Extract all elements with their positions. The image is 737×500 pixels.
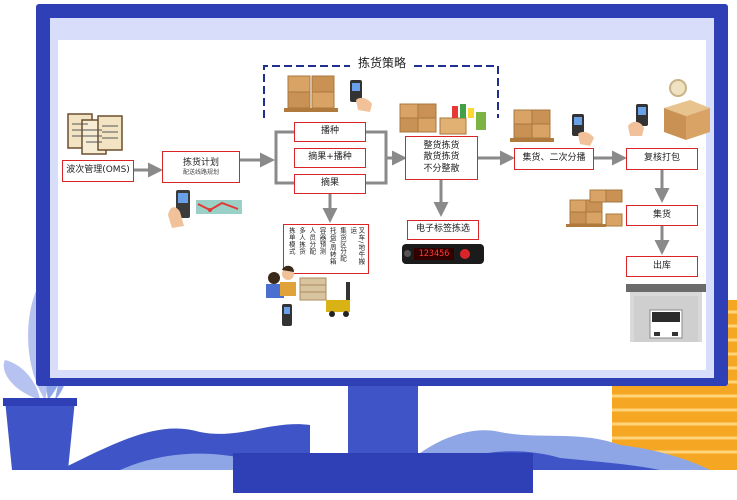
collect-node: 集货 [626, 205, 698, 226]
device-display: 123456 [414, 248, 454, 260]
strategy-title: 拣货策略 [357, 56, 406, 70]
oms-node: 波次管理(OMS) [62, 160, 134, 182]
consolidate-boxes-icon [510, 109, 594, 146]
warehouse-truck-icon [626, 284, 706, 342]
pallet-boxes-icon [284, 75, 372, 112]
scanner-hand-icon [168, 190, 242, 228]
pick-sow-node: 摘果+播种 [294, 148, 366, 168]
device-light-icon [404, 250, 411, 257]
collect-pallets-icon [566, 189, 623, 227]
mountain-shape [120, 453, 250, 470]
method-item: 整货拣货 [423, 141, 460, 152]
feature-item: 集货区分配 [338, 227, 347, 262]
clipboard-icon [67, 113, 123, 155]
feature-item: 托盘/周转箱 [328, 227, 337, 265]
method-node: 整货拣货 散货拣货 不分整散 [405, 136, 478, 180]
monitor-stand-base [233, 453, 533, 493]
feature-item: 容器预测 [317, 227, 326, 255]
method-item: 不分整散 [423, 163, 460, 174]
monitor-stand-neck [348, 386, 418, 456]
outbound-node: 出库 [626, 256, 698, 277]
feature-item: 多人拣货 [297, 227, 306, 255]
electronic-node: 电子标签拣选 [407, 220, 479, 240]
feature-item: 人员分配 [307, 227, 316, 255]
strategy-frame [263, 65, 499, 118]
recheck-node: 复核打包 [626, 148, 698, 170]
method-item: 散货拣货 [423, 152, 460, 163]
feature-item: 叉车/地牛搬运 [348, 227, 365, 265]
pick-node: 摘果 [294, 174, 366, 194]
plan-node: 拣货计划 配送线路规划 [162, 151, 240, 183]
strategy-bracket-left [274, 130, 294, 185]
consolidate-node: 集货、二次分播 [514, 148, 594, 170]
cargo-boxes-icon [399, 103, 486, 135]
package-icon [628, 79, 710, 140]
workers-forklift-icon [266, 265, 350, 326]
feature-item: 拣单模式 [287, 227, 296, 255]
plan-subtitle: 配送线路规划 [182, 168, 219, 176]
features-panel: 叉车/地牛搬运 集货区分配 托盘/周转箱 容器预测 人员分配 多人拣货 拣单模式 [283, 224, 369, 274]
plan-title: 拣货计划 [182, 157, 219, 168]
sow-node: 播种 [294, 122, 366, 142]
device-button-icon [460, 249, 470, 259]
